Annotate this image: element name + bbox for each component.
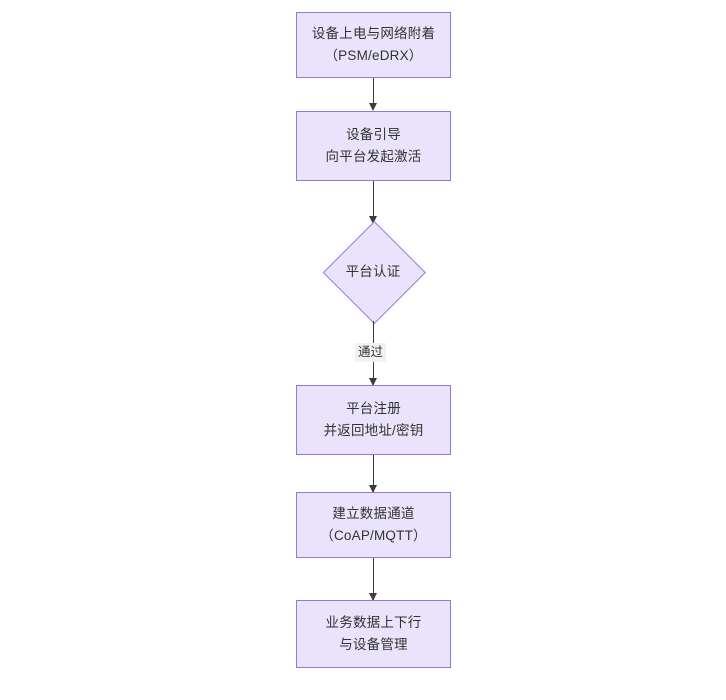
arrowhead-n3-n4 xyxy=(368,378,377,386)
flow-node-line: 平台注册 xyxy=(346,401,401,416)
flow-node-line: 建立数据通道 xyxy=(332,506,415,521)
flow-node-business-data[interactable]: 业务数据上下行 与设备管理 xyxy=(296,600,451,668)
edge-label-pass: 通过 xyxy=(355,343,387,362)
flow-node-line: 设备引导 xyxy=(346,127,401,142)
arrowhead-n4-n5 xyxy=(368,485,377,493)
arrowhead-n5-n6 xyxy=(368,593,377,601)
flow-node-line: 并返回地址/密钥 xyxy=(323,423,424,438)
flow-node-line: 向平台发起激活 xyxy=(325,149,422,164)
connector-n2-n3 xyxy=(373,181,374,222)
flow-node-data-channel[interactable]: 建立数据通道 （CoAP/MQTT） xyxy=(296,492,451,558)
arrowhead-n2-n3 xyxy=(368,216,377,224)
flow-node-platform-registration[interactable]: 平台注册 并返回地址/密钥 xyxy=(296,385,451,455)
flow-node-device-power-on[interactable]: 设备上电与网络附着 （PSM/eDRX） xyxy=(296,12,451,78)
connector-n4-n5 xyxy=(373,455,374,492)
connector-n5-n6 xyxy=(373,558,374,600)
flow-node-line: （PSM/eDRX） xyxy=(324,48,423,63)
flow-node-line: （CoAP/MQTT） xyxy=(320,528,427,543)
connector-n1-n2 xyxy=(373,78,374,105)
flow-node-line: 业务数据上下行 xyxy=(325,615,422,630)
flow-node-line: 与设备管理 xyxy=(339,637,408,652)
arrowhead-n1-n2 xyxy=(368,103,377,111)
flow-node-line: 平台认证 xyxy=(345,263,401,279)
flow-node-line: 设备上电与网络附着 xyxy=(311,26,436,41)
flow-node-device-bootstrap[interactable]: 设备引导 向平台发起激活 xyxy=(296,111,451,181)
flow-node-platform-auth-decision[interactable]: 平台认证 xyxy=(322,221,426,324)
